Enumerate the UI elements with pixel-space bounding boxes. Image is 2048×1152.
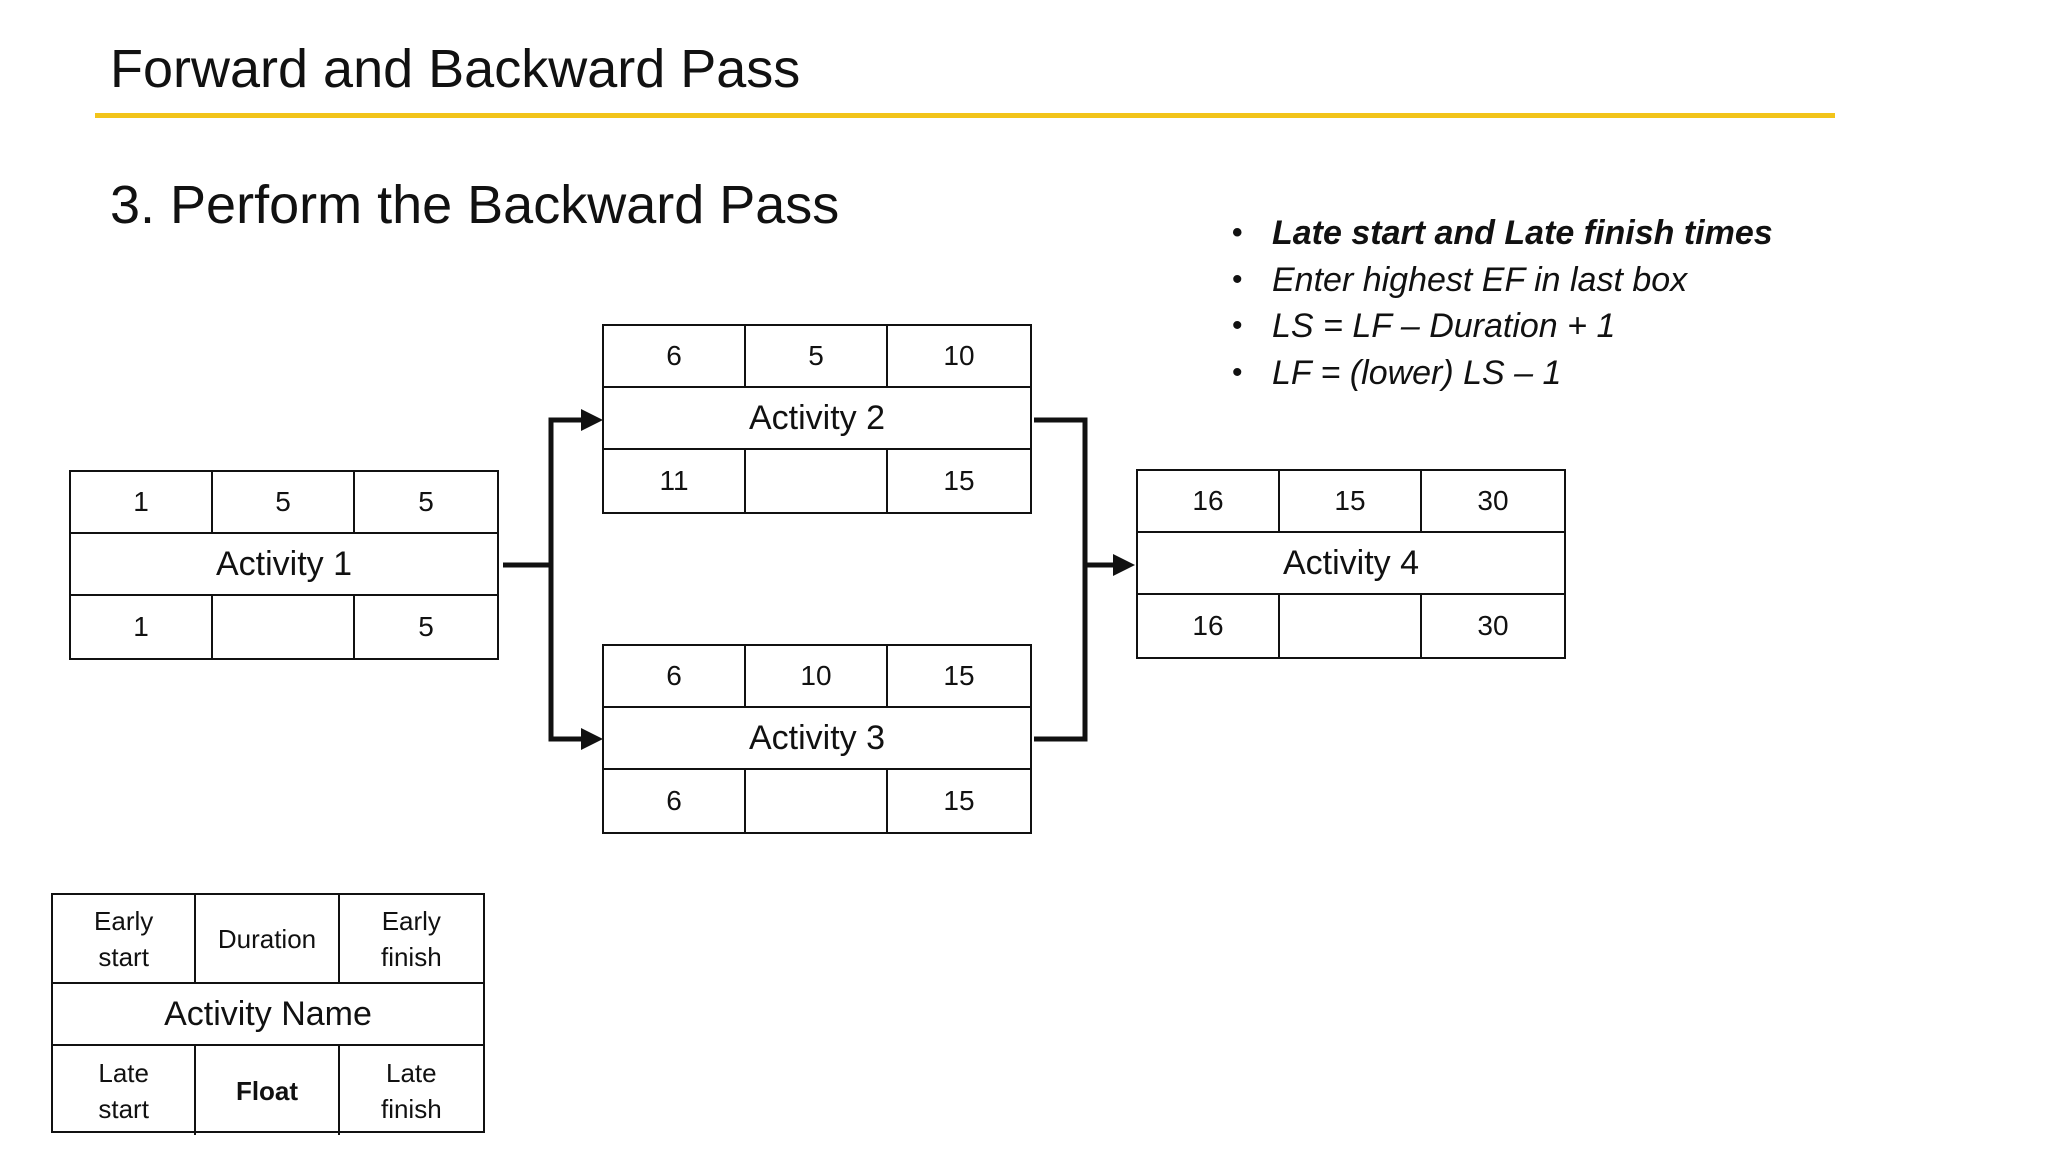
bullet-item: • LS = LF – Duration + 1 (1220, 303, 1773, 350)
arrowhead-icon (581, 409, 603, 431)
legend-text: Late (98, 1057, 149, 1088)
bullet-text: Late start and Late finish times (1272, 214, 1773, 252)
duration-cell: 15 (1280, 471, 1422, 533)
legend-early-start: Early start (53, 895, 197, 984)
bullet-text: LF = (lower) LS – 1 (1272, 353, 1562, 392)
bullet-dot-icon: • (1232, 262, 1243, 296)
float-cell (213, 596, 355, 658)
late-start-cell: 1 (71, 596, 213, 658)
duration-cell: 5 (213, 472, 355, 534)
bullet-list: • Late start and Late finish times • Enter… (1220, 210, 1773, 396)
activity-node-2: 6 5 10 Activity 2 11 15 (602, 324, 1032, 514)
bullet-item: • Late start and Late finish times (1220, 210, 1773, 257)
legend-text: start (98, 1093, 149, 1124)
legend-float: Float (196, 1046, 340, 1135)
node-legend: Early start Duration Early finish Activity… (51, 893, 485, 1135)
legend-text: Early (94, 905, 154, 936)
bullet-dot-icon: • (1232, 309, 1243, 342)
float-cell (746, 770, 888, 832)
connector-activity2-to-activity4 (1034, 417, 1122, 568)
early-start-cell: 6 (604, 646, 746, 708)
late-finish-cell: 15 (943, 785, 975, 816)
late-start-cell: 16 (1138, 595, 1280, 657)
late-finish-cell: 15 (943, 465, 975, 496)
activity-name-cell: Activity 2 (604, 388, 1030, 450)
connector-activity1-to-activity3 (548, 565, 590, 742)
duration-cell: 10 (746, 646, 888, 708)
title-underline (95, 113, 1835, 118)
slide-title: Forward and Backward Pass (110, 39, 801, 99)
early-start-cell: 16 (1138, 471, 1280, 533)
legend-text: Early (381, 905, 441, 936)
bullet-text: Enter highest EF in last box (1272, 260, 1688, 299)
arrowhead-icon (1113, 554, 1135, 576)
legend-late-finish: Late finish (340, 1046, 483, 1135)
bullet-item: • Enter highest EF in last box (1220, 257, 1773, 304)
legend-duration: Duration (196, 895, 340, 984)
late-start-cell: 6 (604, 770, 746, 832)
slide-subtitle: 3. Perform the Backward Pass (110, 175, 840, 235)
legend-text: start (98, 941, 149, 972)
connector-activity3-to-activity4 (1034, 565, 1088, 742)
early-start-cell: 6 (604, 326, 746, 388)
connector-activity1-to-activity2 (503, 417, 590, 568)
bullet-dot-icon: • (1232, 355, 1243, 389)
bullet-text: LS = LF – Duration + 1 (1272, 307, 1616, 345)
activity-name-cell: Activity 1 (71, 534, 497, 596)
early-finish-cell: 30 (1422, 471, 1564, 533)
legend-early-finish: Early finish (339, 895, 483, 984)
activity-node-4: 16 15 30 Activity 4 16 30 (1136, 469, 1566, 659)
late-start-cell: 11 (604, 450, 746, 512)
late-finish-cell: 30 (1477, 610, 1509, 641)
arrowhead-icon (581, 728, 603, 750)
early-finish-cell: 10 (888, 326, 1030, 388)
bullet-item: • LF = (lower) LS – 1 (1220, 350, 1773, 397)
activity-name-cell: Activity 4 (1138, 533, 1564, 595)
float-cell (746, 450, 888, 512)
early-finish-cell: 5 (355, 472, 497, 534)
legend-activity-name: Activity Name (53, 984, 483, 1046)
legend-text: finish (380, 1093, 442, 1124)
late-finish-cell: 5 (418, 611, 434, 642)
activity-node-1: 1 5 5 Activity 1 1 5 (69, 470, 499, 660)
legend-text: finish (380, 941, 442, 972)
early-start-cell: 1 (71, 472, 213, 534)
duration-cell: 5 (746, 326, 888, 388)
early-finish-cell: 15 (888, 646, 1030, 708)
legend-late-start: Late start (53, 1046, 197, 1135)
bullet-dot-icon: • (1232, 216, 1243, 249)
legend-text: Late (386, 1057, 437, 1088)
activity-name-cell: Activity 3 (604, 708, 1030, 770)
activity-node-3: 6 10 15 Activity 3 6 15 (602, 644, 1032, 834)
float-cell (1280, 595, 1422, 657)
